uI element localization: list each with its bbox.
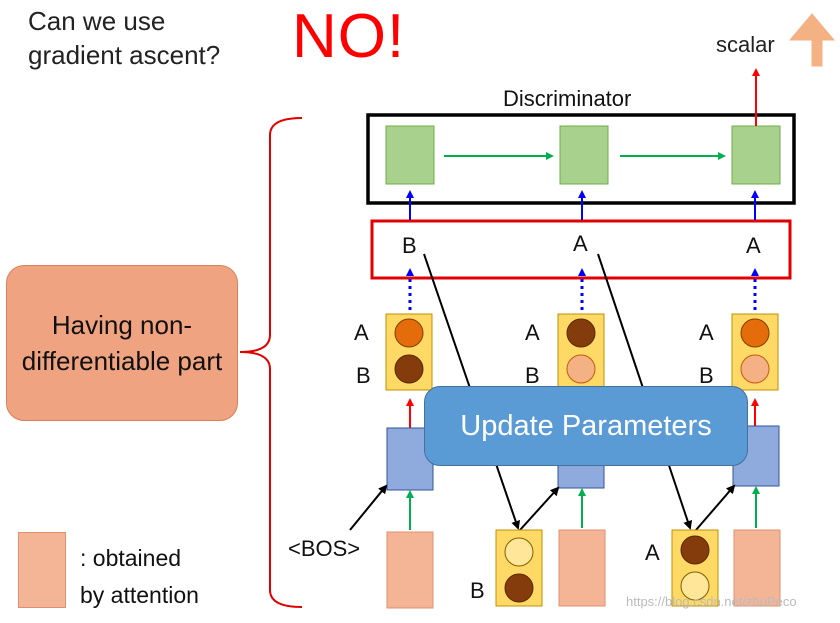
dist-1-label-a: A (354, 320, 369, 345)
brace (239, 117, 303, 608)
token-1: B (402, 233, 417, 258)
answer-no: NO! (292, 2, 406, 71)
attention-box-2 (558, 529, 606, 607)
watermark: https://blog.csdn.net/zhuPeco (626, 594, 797, 609)
question-title: Can we use gradient ascent? (28, 6, 221, 70)
dist-3-label-b: B (699, 363, 714, 388)
dist-1-label-b: B (356, 363, 371, 388)
up-arrow-icon (788, 13, 836, 67)
disc-cell-2 (559, 125, 609, 185)
disc-cell-1 (385, 125, 435, 185)
scalar-label: scalar (716, 32, 775, 57)
legend-text: : obtained by attention (80, 545, 199, 608)
attention-box-1 (386, 531, 434, 609)
dist-2-label-b: B (525, 363, 540, 388)
disc-cell-3 (731, 125, 781, 185)
bos-label: <BOS> (288, 536, 361, 561)
token-3: A (746, 233, 761, 258)
legend-swatch (18, 532, 66, 608)
feedback-1-label: B (470, 578, 485, 603)
feedback-2-label: A (645, 540, 660, 565)
attention-box-3 (733, 529, 781, 607)
non-differentiable-callout: Having non-differentiable part (6, 265, 238, 421)
non-differentiable-text: Having non-differentiable part (21, 310, 223, 376)
token-2: A (573, 231, 588, 256)
discriminator-label: Discriminator (503, 86, 632, 111)
dist-3-label-a: A (699, 320, 714, 345)
update-parameters-box: Update Parameters (424, 386, 748, 466)
update-parameters-text: Update Parameters (460, 409, 712, 442)
token-box (370, 219, 792, 280)
dist-2-label-a: A (525, 320, 540, 345)
